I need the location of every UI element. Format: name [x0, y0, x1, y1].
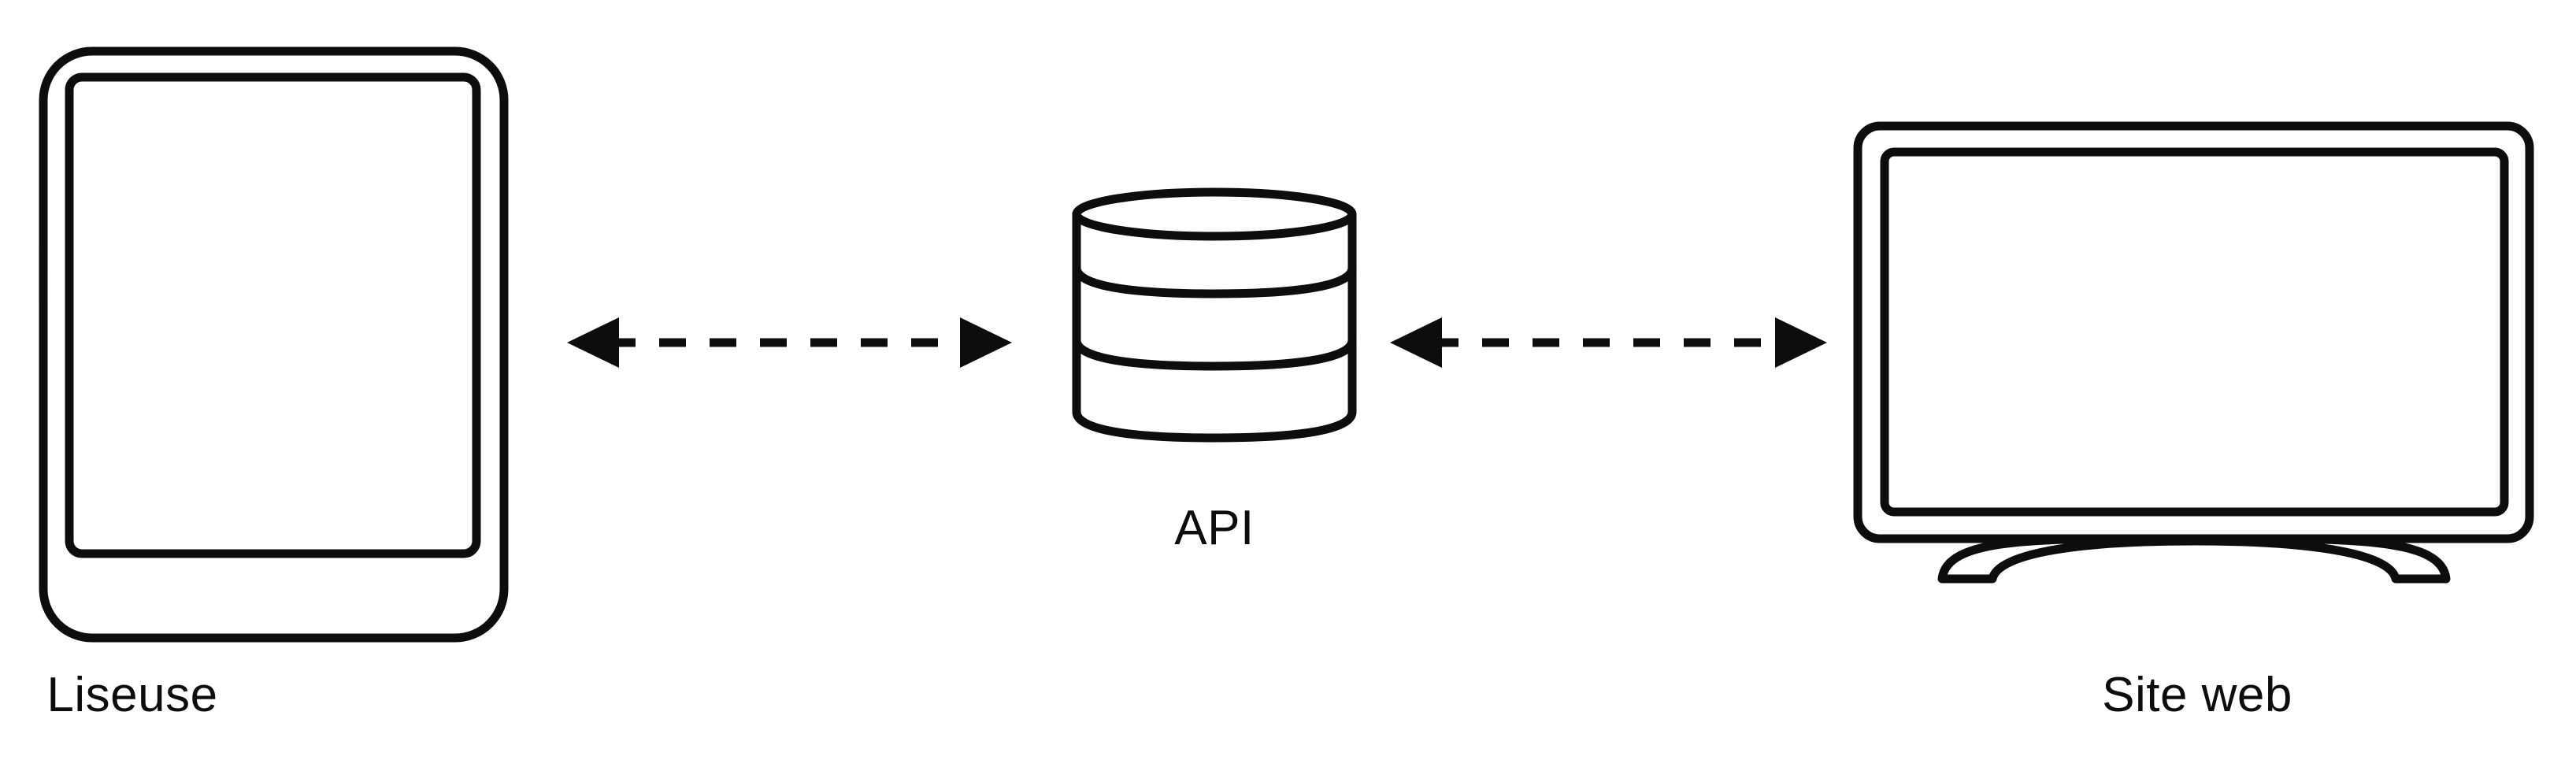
monitor-stand — [1937, 534, 2451, 584]
monitor-screen — [1880, 147, 2509, 517]
connector-ereader-api — [567, 317, 1012, 368]
desktop-monitor-icon — [1853, 121, 2534, 584]
connector-api-website — [1390, 317, 1827, 368]
node-ereader[interactable]: Liseuse — [39, 46, 509, 722]
cylinder-band-divider-2 — [1072, 335, 1357, 371]
tablet-device-icon — [39, 46, 509, 643]
node-label-api: API — [1174, 501, 1254, 555]
cylinder-top-ellipse — [1072, 187, 1357, 241]
database-cylinder-icon — [1072, 187, 1357, 443]
connector-api-website-arrowhead-right — [1775, 317, 1827, 368]
tablet-screen — [65, 72, 481, 558]
connector-ereader-api-arrowhead-left — [567, 317, 619, 368]
tablet-outer-frame — [39, 46, 509, 643]
connector-api-website-arrowhead-left — [1390, 317, 1442, 368]
cylinder-body — [1072, 209, 1357, 443]
node-website[interactable]: Site web — [1853, 121, 2534, 722]
node-label-website: Site web — [2102, 668, 2292, 722]
connector-ereader-api-arrowhead-right — [960, 317, 1012, 368]
node-api[interactable]: API — [1072, 187, 1357, 555]
node-label-ereader: Liseuse — [46, 668, 217, 722]
cylinder-band-divider-1 — [1072, 263, 1357, 298]
